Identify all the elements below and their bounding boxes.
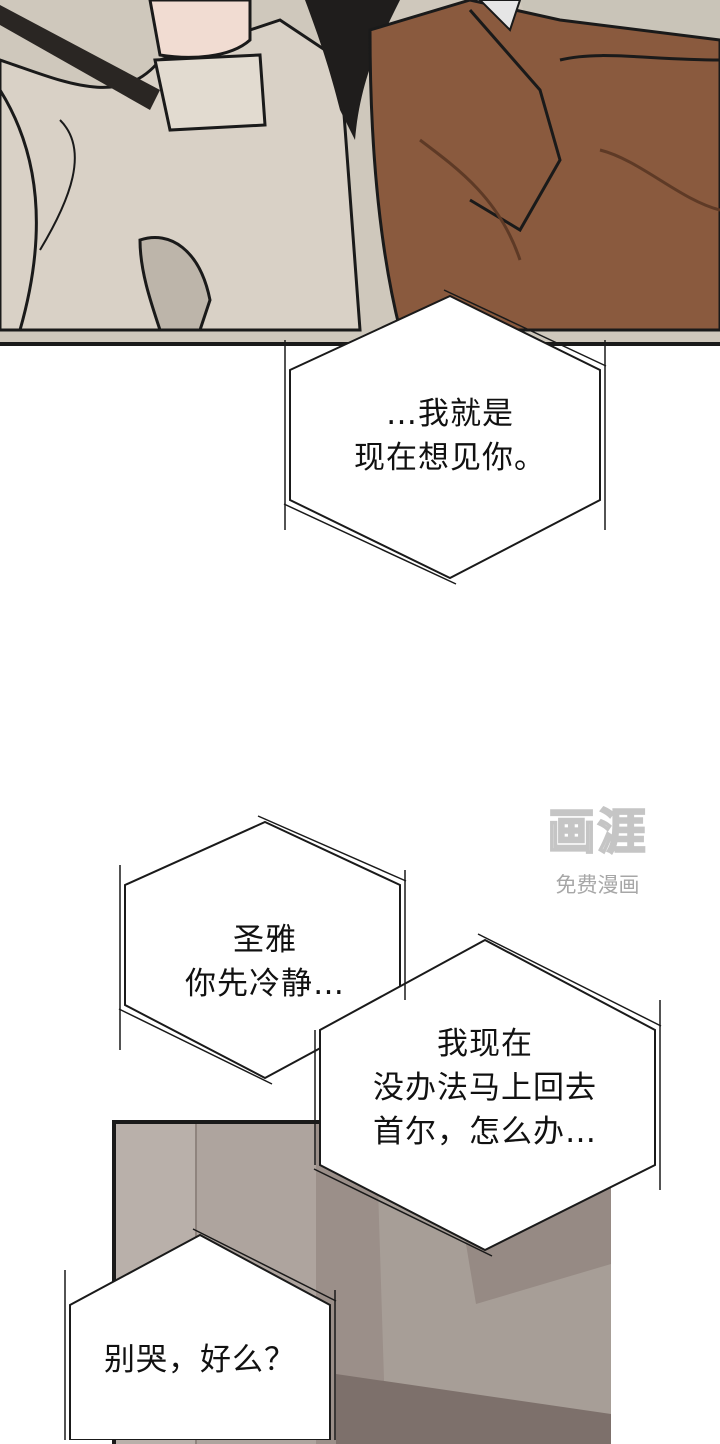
bottom-comic-panel xyxy=(112,1120,611,1444)
speech-bubble-3-text: 我现在 没办法马上回去 首尔，怎么办… xyxy=(373,1026,597,1150)
couple-embrace-art xyxy=(0,0,720,342)
watermark-subtitle: 免费漫画 xyxy=(555,873,640,897)
watermark-logo: 画涯 xyxy=(546,803,648,861)
speech-bubble-2-text: 圣雅 你先冷静… xyxy=(185,922,345,1002)
wall-corner-art xyxy=(116,1124,611,1444)
top-comic-panel xyxy=(0,0,720,346)
speech-bubble-1-text: …我就是 现在想见你。 xyxy=(354,396,546,476)
speech-bubble-4-text: 别哭，好么？ xyxy=(104,1342,296,1378)
